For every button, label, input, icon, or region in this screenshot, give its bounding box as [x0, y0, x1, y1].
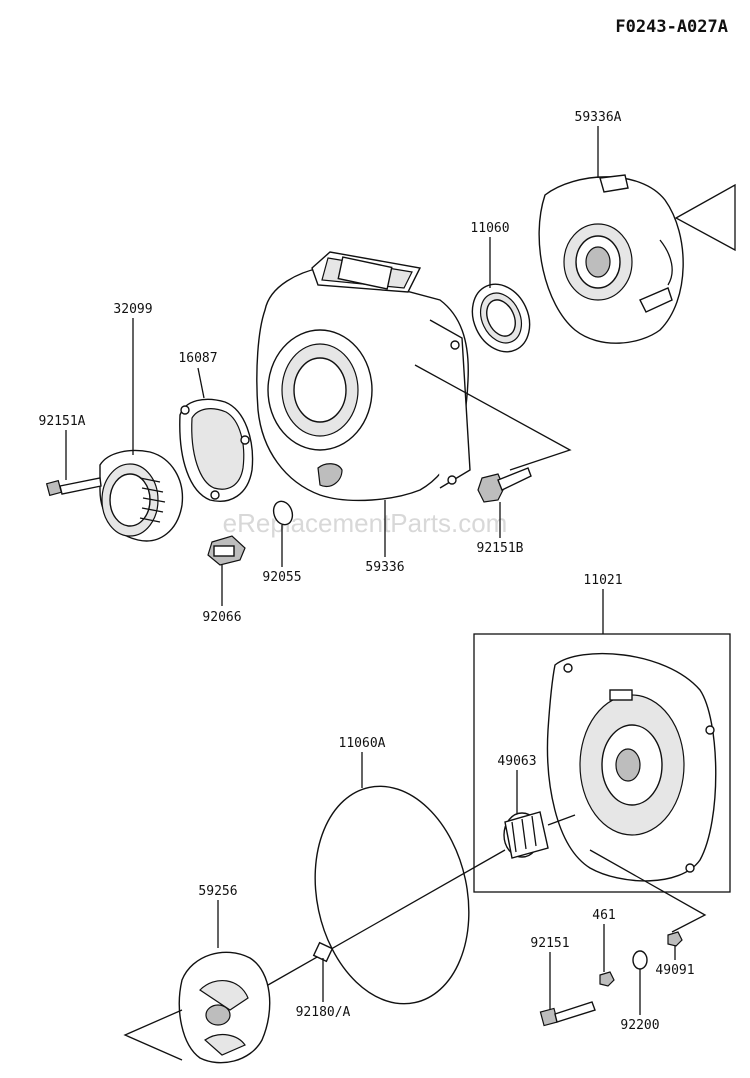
part-impeller-cover[interactable]: [546, 652, 717, 882]
part-label-59256[interactable]: 59256: [198, 884, 237, 899]
leader-lines: [65, 126, 676, 1015]
part-washer-92200[interactable]: [632, 950, 648, 970]
part-mechanical-seal[interactable]: [503, 811, 549, 859]
part-pump-housing[interactable]: [256, 251, 471, 502]
part-label-59336[interactable]: 59336: [365, 560, 404, 575]
diagram-code: F0243-A027A: [615, 17, 728, 37]
part-ring-seal[interactable]: [462, 275, 541, 361]
part-label-59336a[interactable]: 59336A: [575, 110, 622, 125]
part-bolt-92151a[interactable]: [45, 477, 102, 497]
part-label-92151a[interactable]: 92151A: [39, 414, 86, 429]
part-impeller[interactable]: [178, 951, 271, 1064]
part-label-11021[interactable]: 11021: [583, 573, 622, 588]
part-bolt-92151[interactable]: [539, 1001, 596, 1027]
part-nut-49091[interactable]: [667, 931, 683, 947]
part-label-32099[interactable]: 32099: [113, 302, 152, 317]
part-gasket[interactable]: [179, 398, 254, 502]
part-label-11060[interactable]: 11060: [470, 221, 509, 236]
part-inlet-flange[interactable]: [99, 449, 184, 542]
part-label-92180a[interactable]: 92180/A: [296, 1005, 351, 1020]
part-label-92151b[interactable]: 92151B: [477, 541, 524, 556]
assembly-box-11021: [473, 633, 731, 893]
part-label-92200[interactable]: 92200: [620, 1018, 659, 1033]
part-large-o-ring[interactable]: [296, 772, 488, 1018]
part-label-92151[interactable]: 92151: [530, 936, 569, 951]
part-label-49063[interactable]: 49063: [497, 754, 536, 769]
part-label-11060a[interactable]: 11060A: [339, 736, 386, 751]
part-labels: 59336A 11060 16087 32099 92151A 92055 59…: [39, 110, 695, 1033]
watermark: eReplacementParts.com: [223, 508, 508, 538]
part-label-92066[interactable]: 92066: [202, 610, 241, 625]
part-label-16087[interactable]: 16087: [178, 351, 217, 366]
part-bolt-92151b[interactable]: [477, 467, 532, 503]
part-rear-cover[interactable]: [538, 174, 684, 344]
part-label-49091[interactable]: 49091: [655, 963, 694, 978]
part-drain-plug[interactable]: [207, 535, 246, 566]
part-label-92055[interactable]: 92055: [262, 570, 301, 585]
part-washer-92180a[interactable]: [312, 941, 334, 963]
part-label-461[interactable]: 461: [592, 908, 615, 923]
part-nut-461[interactable]: [599, 971, 615, 987]
part-o-ring-92055[interactable]: [270, 499, 295, 528]
